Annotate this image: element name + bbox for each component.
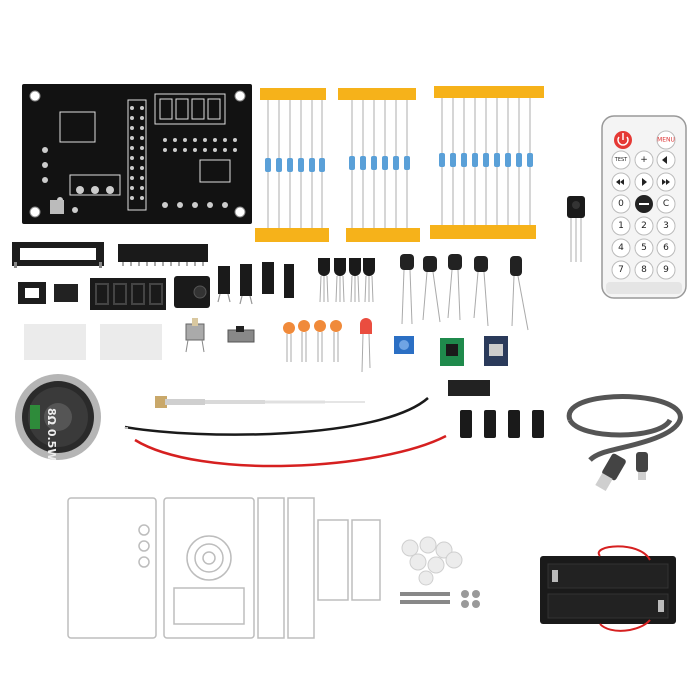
resistor-strip-3 — [430, 86, 544, 239]
telescopic-antenna — [155, 396, 365, 408]
small-module — [484, 336, 508, 366]
svg-text:9: 9 — [663, 265, 669, 275]
ceramic-capacitors — [283, 320, 342, 362]
audio-jack — [174, 276, 210, 308]
potentiometer — [185, 318, 205, 353]
pcb-silkscreen-digits — [159, 98, 221, 120]
tactile-buttons — [217, 262, 294, 305]
ir-receiver — [567, 196, 585, 262]
resistor-strip-1 — [255, 88, 329, 242]
svg-text:5: 5 — [641, 243, 647, 253]
red-wire — [134, 434, 447, 468]
svg-text:8: 8 — [641, 265, 647, 275]
plus-button: + — [640, 155, 648, 165]
standoffs — [460, 410, 544, 438]
acrylic-panels — [67, 497, 381, 639]
microcontroller-chip — [118, 244, 208, 266]
prev-icon — [616, 179, 624, 185]
ir-remote: MENU TEST + 0 C 1 2 3 4 5 6 7 8 9 — [601, 115, 687, 299]
svg-text:4: 4 — [618, 243, 624, 253]
pcb-board — [22, 84, 252, 224]
pcb-pads — [42, 106, 237, 213]
svg-text:8Ω 0.5W: 8Ω 0.5W — [45, 408, 58, 460]
ic-chip-small — [54, 284, 78, 302]
svg-text:1: 1 — [618, 221, 624, 231]
foam-pad-1 — [24, 324, 86, 360]
svg-text:2: 2 — [641, 221, 647, 231]
next-icon — [662, 179, 670, 185]
seven-segment-display — [90, 278, 166, 310]
svg-text:C: C — [663, 199, 669, 209]
fm-module — [440, 338, 464, 366]
transistors — [318, 258, 375, 303]
ic-socket-large — [12, 242, 104, 268]
foam-pad-2 — [100, 324, 162, 360]
svg-text:MENU: MENU — [657, 137, 675, 144]
svg-text:7: 7 — [618, 265, 624, 275]
black-wire — [124, 397, 429, 436]
small-board — [448, 380, 490, 396]
usb-cable — [566, 394, 683, 492]
power-icon — [614, 131, 632, 149]
nylon-nuts — [401, 536, 463, 586]
trimmer-pot — [394, 336, 414, 354]
ic-socket-small — [18, 282, 46, 304]
svg-text:0: 0 — [618, 199, 624, 209]
slide-switch — [227, 326, 255, 343]
test-button: TEST — [614, 157, 628, 163]
menu-button: MENU — [656, 130, 676, 150]
resistor-strip-2 — [338, 88, 420, 242]
svg-text:6: 6 — [663, 243, 669, 253]
play-icon — [642, 178, 647, 186]
speaker: 8Ω 0.5W — [15, 374, 101, 460]
battery-holder — [540, 545, 676, 632]
electrolytic-capacitors — [400, 254, 529, 331]
screws — [400, 590, 480, 608]
svg-text:3: 3 — [663, 221, 669, 231]
back-icon — [662, 156, 667, 164]
red-led — [360, 318, 372, 373]
